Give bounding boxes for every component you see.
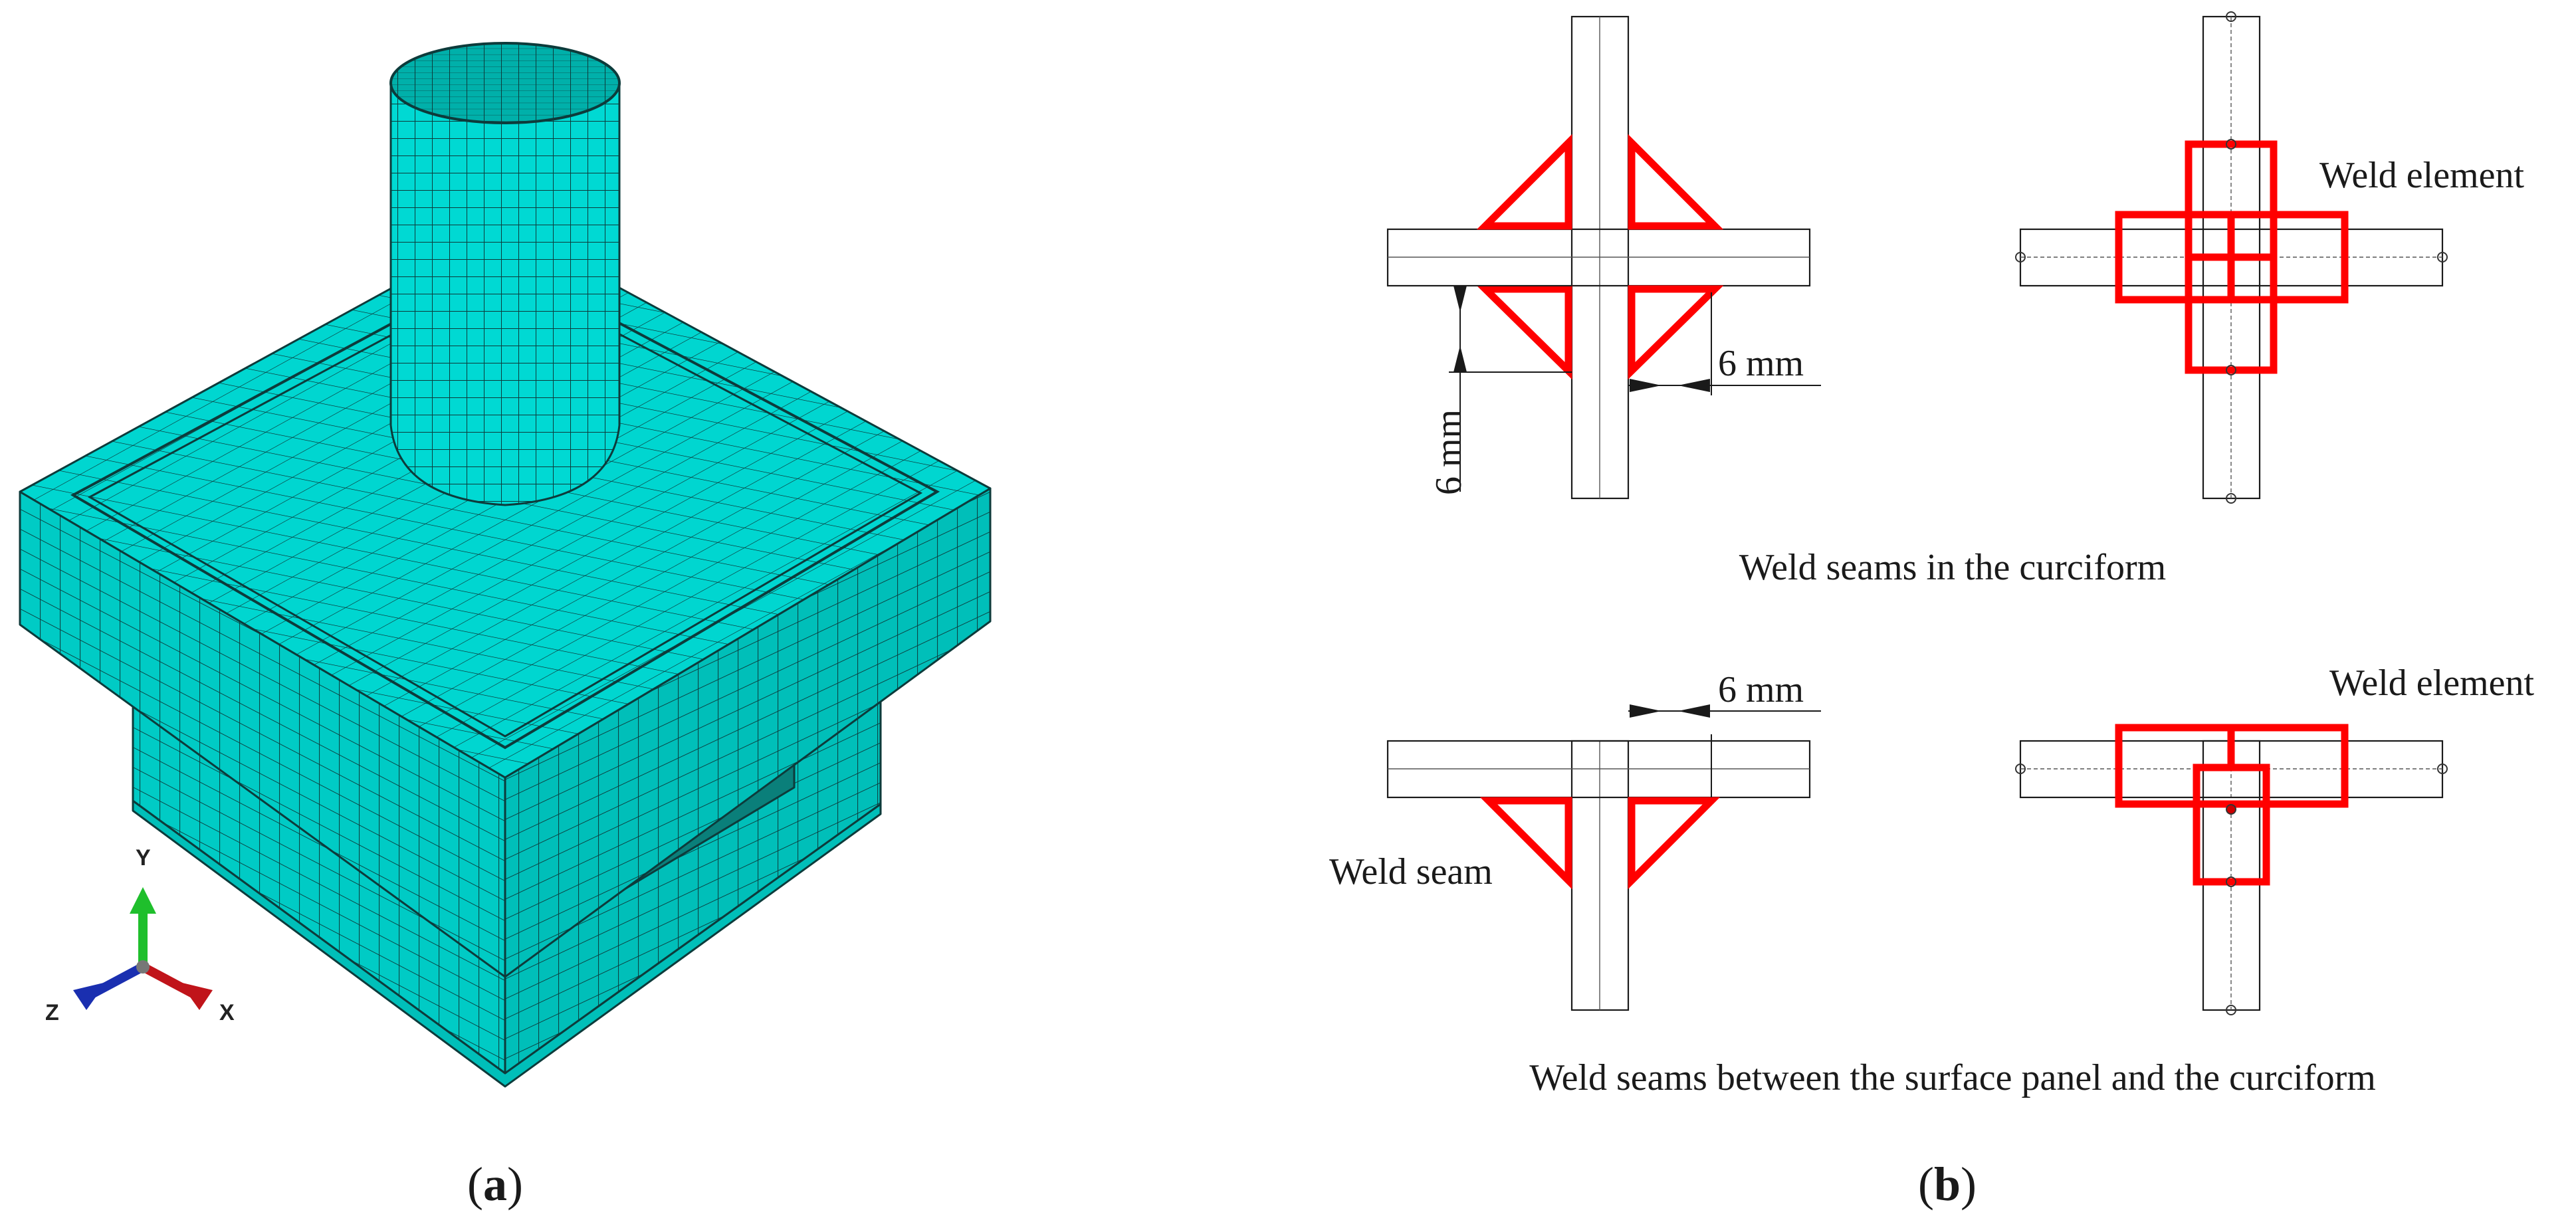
weld-seam-tl <box>1476 134 1572 230</box>
cruciform-weld-elements: Weld element <box>2015 11 2524 504</box>
axis-triad: Y X Z <box>45 845 235 1025</box>
weld-seam-right <box>1628 797 1721 890</box>
caption-b: (b) <box>1918 1158 1977 1211</box>
cylinder-body <box>389 82 621 506</box>
caption-bottom: Weld seams between the surface panel and… <box>1529 1057 2376 1098</box>
weld-seam-left <box>1479 797 1572 890</box>
dim-vertical-label: 6 mm <box>1428 409 1469 495</box>
weld-seam-tr <box>1628 134 1724 230</box>
weld-element-label-bottom: Weld element <box>2329 663 2534 704</box>
dim-horizontal-label-bottom: 6 mm <box>1718 669 1804 710</box>
weld-element-label-top: Weld element <box>2319 155 2524 196</box>
axis-z-arrow <box>73 982 106 1010</box>
axis-y-arrow <box>130 887 156 914</box>
surface-panel-seam-detail: 6 mm Weld seam <box>1329 669 1821 1011</box>
fe-model-3d: Y X Z <box>19 42 992 1088</box>
axis-y-label: Y <box>136 845 151 871</box>
surface-panel-weld-elements: Weld element <box>2015 663 2534 1015</box>
axis-z-label: Z <box>45 1000 59 1025</box>
weld-seam-bl <box>1476 285 1572 380</box>
caption-top: Weld seams in the curciform <box>1739 547 2166 588</box>
axis-x-label: X <box>219 1000 235 1025</box>
weld-seam-br <box>1628 285 1724 380</box>
cruciform-seam-detail: 6 mm 6 mm <box>1386 15 1821 500</box>
axis-x-arrow <box>179 982 213 1010</box>
platform-top-border <box>70 260 940 750</box>
caption-a: (a) <box>467 1158 523 1211</box>
weld-seam-label: Weld seam <box>1329 851 1493 892</box>
dim-horizontal-label: 6 mm <box>1718 343 1804 384</box>
